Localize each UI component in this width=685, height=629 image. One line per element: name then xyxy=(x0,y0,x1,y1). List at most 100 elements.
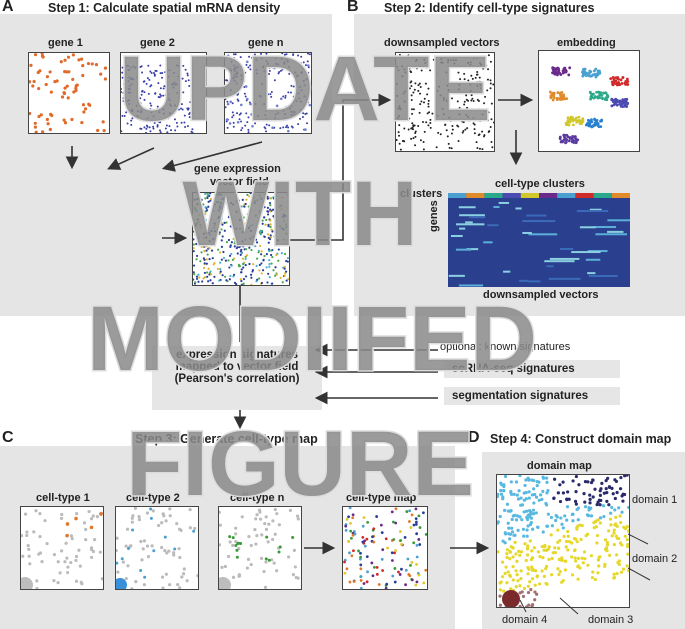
point xyxy=(271,519,275,523)
point xyxy=(351,516,355,520)
point xyxy=(239,227,242,230)
point xyxy=(380,557,384,561)
point xyxy=(59,516,64,520)
point xyxy=(618,487,623,491)
point xyxy=(273,532,277,536)
point xyxy=(396,82,398,85)
point xyxy=(514,552,518,556)
point xyxy=(505,552,509,556)
point xyxy=(612,543,616,547)
point xyxy=(230,252,233,256)
point xyxy=(365,537,369,541)
point xyxy=(436,90,439,93)
point xyxy=(283,53,286,56)
point xyxy=(246,121,249,124)
point xyxy=(471,77,474,80)
point xyxy=(500,575,505,579)
point xyxy=(280,196,284,199)
point xyxy=(238,118,241,121)
point xyxy=(410,137,413,140)
point xyxy=(250,113,253,116)
point xyxy=(233,233,237,236)
point xyxy=(201,280,204,283)
point xyxy=(200,226,203,229)
point xyxy=(550,556,554,561)
point xyxy=(48,127,52,132)
point xyxy=(560,139,564,143)
point xyxy=(285,243,288,246)
point xyxy=(621,499,625,503)
point xyxy=(294,85,297,88)
point xyxy=(399,54,402,57)
point xyxy=(296,517,300,521)
point xyxy=(487,130,490,133)
point xyxy=(397,570,400,574)
point xyxy=(579,537,583,542)
point xyxy=(200,251,203,254)
point xyxy=(556,540,560,544)
point xyxy=(199,223,202,226)
point xyxy=(618,100,622,104)
point xyxy=(602,491,606,495)
point xyxy=(233,73,237,76)
point xyxy=(603,564,607,568)
point xyxy=(287,555,291,559)
point xyxy=(609,77,613,81)
point xyxy=(519,569,523,573)
point xyxy=(209,273,213,276)
point xyxy=(231,111,234,114)
point xyxy=(150,72,153,75)
point xyxy=(533,598,537,602)
point xyxy=(218,251,222,254)
point xyxy=(135,76,138,79)
point xyxy=(545,524,550,528)
point xyxy=(479,119,482,122)
point xyxy=(526,590,531,595)
point xyxy=(468,108,471,111)
point xyxy=(408,520,411,523)
point xyxy=(163,535,167,539)
point xyxy=(525,605,529,607)
point xyxy=(442,113,445,116)
point xyxy=(575,540,579,544)
point xyxy=(264,75,267,78)
scrna-seq-signatures-box: scRNA-seq signatures xyxy=(444,360,620,378)
heatmap-cell xyxy=(548,277,581,280)
point xyxy=(140,109,143,112)
point xyxy=(137,518,141,522)
point xyxy=(403,100,406,103)
point xyxy=(574,502,578,506)
point xyxy=(254,542,258,546)
point xyxy=(218,231,221,234)
point xyxy=(244,71,247,74)
point xyxy=(193,207,197,210)
point xyxy=(268,259,271,262)
point xyxy=(258,95,261,98)
point xyxy=(612,572,616,576)
point xyxy=(292,548,296,552)
point xyxy=(184,125,187,128)
point xyxy=(279,127,282,130)
point xyxy=(230,241,233,244)
point xyxy=(131,108,134,111)
point xyxy=(29,63,33,67)
point xyxy=(220,565,224,569)
point xyxy=(74,516,78,521)
point xyxy=(175,522,179,526)
point xyxy=(596,558,601,562)
point xyxy=(103,77,108,81)
point xyxy=(526,572,530,576)
point xyxy=(123,114,126,117)
point xyxy=(124,576,128,581)
point xyxy=(308,93,311,96)
point xyxy=(62,91,66,95)
point xyxy=(291,536,295,540)
point xyxy=(101,120,105,124)
point xyxy=(279,276,282,279)
point xyxy=(566,548,570,552)
point xyxy=(205,236,208,239)
point xyxy=(245,63,248,66)
point xyxy=(277,63,280,66)
point xyxy=(40,54,45,58)
point xyxy=(546,512,550,516)
